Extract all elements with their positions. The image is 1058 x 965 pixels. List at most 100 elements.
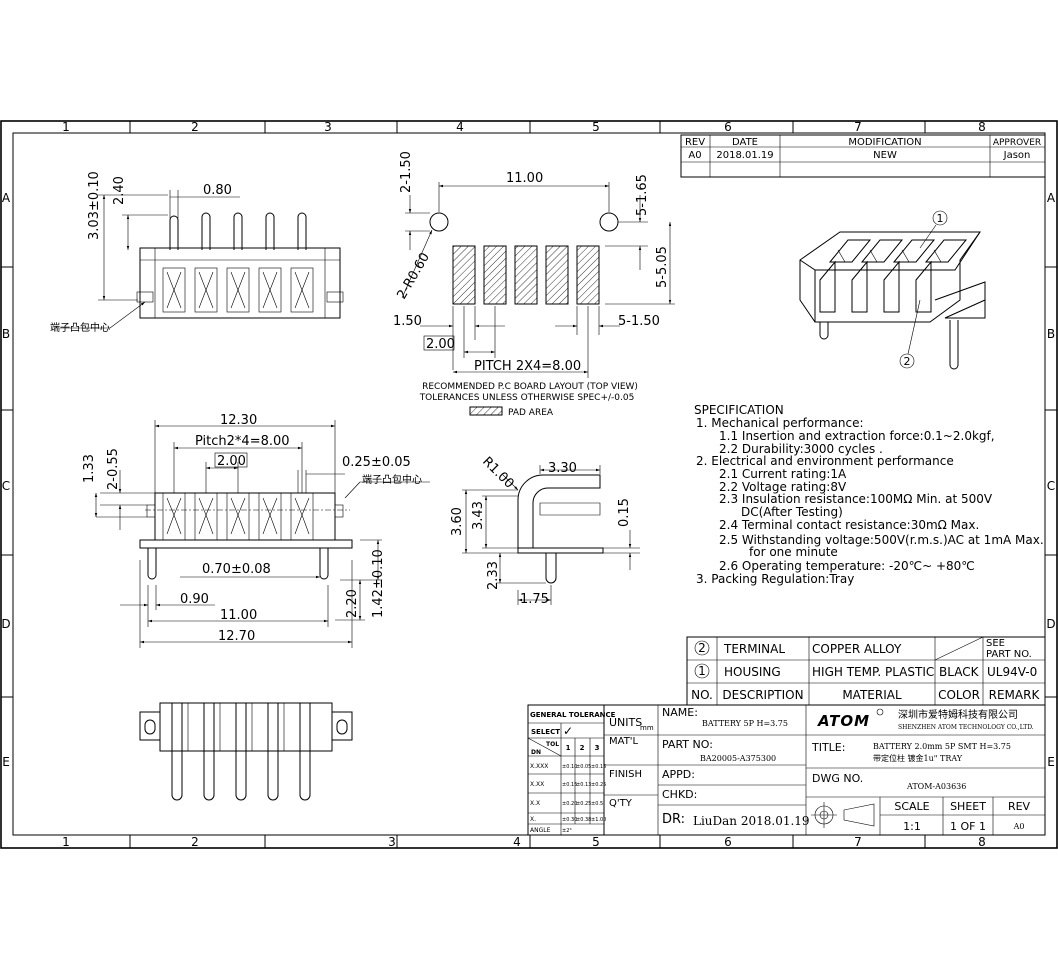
title-block: UNITS mm MAT'L FINISH Q'TY NAME: BATTERY… [603, 704, 1046, 836]
pad-legend: PAD AREA [508, 408, 554, 418]
company-name-cn: 深圳市爱特姆科技有限公司 [898, 708, 1018, 721]
pad [576, 245, 600, 305]
callout-lines [899, 210, 948, 369]
tolerance-table: GENERAL TOLERANCE SELECT ✓ TOL DN 1 2 3 … [527, 704, 616, 836]
tolerance-row-label: X.X [530, 800, 540, 807]
name-label: NAME: [662, 706, 698, 719]
col-label: 6 [724, 835, 732, 849]
tolerance-cell: ±0.30 [562, 817, 577, 823]
tolerance-row-label: X.XXX [530, 763, 548, 770]
tolerance-cell: ±0.15 [562, 782, 577, 788]
dim-bump: 0.25±0.05 [342, 455, 411, 470]
col-label: 2 [191, 835, 199, 849]
row-label: E [1047, 755, 1055, 769]
spec-line: 2.1 Current rating:1A [719, 467, 847, 481]
dim-side-height: 3.60 [450, 507, 465, 536]
dim-height: 3.03±0.10 [87, 171, 102, 240]
dim-post-offset: 0.90 [180, 592, 209, 607]
dim-overall-width: 12.30 [220, 413, 257, 428]
callout-1: 1 [937, 212, 944, 225]
tolerance-cell: ±2° [562, 828, 572, 834]
dim-pitch: Pitch2*4=8.00 [195, 434, 290, 449]
sheet-value: 1 OF 1 [950, 820, 986, 833]
top-view: 12.30 Pitch2*4=8.00 2.00 0.25±0.05 2-0.5… [82, 413, 430, 648]
row-label: B [1047, 327, 1055, 341]
dim-offset: 2-0.55 [106, 448, 121, 490]
bom-header-desc: DESCRIPTION [722, 688, 803, 702]
tolerance-col: 1 [566, 744, 571, 752]
dim-post-pos: 1.75 [520, 592, 549, 607]
tolerance-title: GENERAL TOLERANCE [530, 711, 616, 719]
row-label: C [2, 479, 10, 493]
spec-line: 2.3 Insulation resistance:100MΩ Min. at … [719, 492, 993, 506]
tolerance-col: 2 [580, 744, 585, 752]
dim-edge: 1.50 [393, 314, 422, 329]
col-label: 1 [62, 835, 70, 849]
tolerance-check: ✓ [563, 724, 573, 738]
title-line-1: BATTERY 2.0mm 5P SMT H=3.75 [873, 742, 1011, 751]
tolerance-dn: DN [531, 749, 541, 756]
spec-line: DC(After Testing) [741, 505, 843, 519]
col-label: 4 [513, 835, 521, 849]
modification-value: NEW [873, 150, 897, 161]
dim-bend-radius: R1.00 [479, 454, 516, 491]
dim-pcb-span: 11.00 [506, 171, 543, 186]
bom-no: 2 [698, 641, 706, 655]
bottom-view [139, 702, 353, 801]
qty-label: Q'TY [609, 798, 633, 809]
pcb-caption: RECOMMENDED P.C BOARD LAYOUT (TOP VIEW) [422, 382, 638, 392]
rev-label: REV [1008, 800, 1031, 813]
dim-pcb-hole: 2-1.50 [399, 151, 414, 193]
bom-header-remark: REMARK [989, 688, 1041, 702]
date-value: 2018.01.19 [716, 150, 773, 161]
dim-post-span: 11.00 [220, 608, 257, 623]
rev-header: REV [685, 137, 705, 148]
col-label: 8 [978, 835, 986, 849]
pcb-layout: 2-1.50 11.00 5-1.65 2-R0.60 5-5.05 1.50 … [393, 151, 675, 418]
modification-header: MODIFICATION [848, 137, 921, 148]
units-label: UNITS [609, 716, 642, 729]
dim-pad-width: 5-1.50 [618, 314, 660, 329]
bom-partno: PART NO. [986, 649, 1032, 660]
callout-2: 2 [904, 355, 911, 368]
bom-header-material: MATERIAL [842, 688, 902, 702]
drawn-label: DR: [662, 812, 685, 827]
bom-desc: TERMINAL [723, 642, 785, 656]
dim-pitch-box: 2.00 [426, 337, 455, 352]
scale-value: 1:1 [903, 820, 921, 833]
bom-no: 1 [698, 664, 706, 678]
bom-color: BLACK [939, 665, 980, 679]
dim-radius: 2-R0.60 [394, 250, 432, 302]
drawing-number: ATOM-A03636 [906, 782, 966, 791]
dim-pitch-box: 2.00 [217, 454, 246, 469]
pad-legend-swatch [469, 406, 503, 416]
dim-pad-offset: 5-1.65 [635, 174, 650, 216]
pad [514, 245, 538, 305]
tolerance-row-label: X.XX [530, 781, 544, 788]
tolerance-select: SELECT [531, 728, 560, 736]
atom-logo: ATOM [817, 712, 870, 730]
bom-header-no: NO. [691, 688, 713, 702]
row-label: D [1, 617, 10, 631]
tolerance-row-label: X. [530, 816, 536, 823]
spec-line: 2. Electrical and environment performanc… [696, 454, 954, 468]
tolerance-cell: ±0.38 [576, 817, 591, 823]
tolerance-cell: ±0.15 [591, 764, 606, 770]
spec-line: 2.4 Terminal contact resistance:30mΩ Max… [719, 518, 979, 532]
scale-label: SCALE [894, 800, 929, 813]
bom-desc: HOUSING [724, 665, 781, 679]
tolerance-cell: ±0.20 [562, 801, 577, 807]
spec-line: 2.2 Durability:3000 cycles . [719, 442, 883, 456]
spec-title: SPECIFICATION [694, 403, 784, 417]
note-bump-center: 端子凸包中心 [50, 321, 110, 334]
tolerance-cell: ±0.05 [576, 764, 591, 770]
tolerance-cell: ±0.5 [591, 801, 603, 807]
dim-pad-length: 5-5.05 [655, 246, 670, 288]
tolerance-cell: ±0.25 [591, 782, 606, 788]
specification: SPECIFICATION 1. Mechanical performance:… [694, 403, 1044, 586]
dim-post-height: 1.42±0.10 [371, 549, 386, 618]
drawing-number-label: DWG NO. [812, 772, 863, 785]
drawn-value: LiuDan 2018.01.19 [693, 814, 810, 828]
col-label: 2 [191, 120, 199, 134]
